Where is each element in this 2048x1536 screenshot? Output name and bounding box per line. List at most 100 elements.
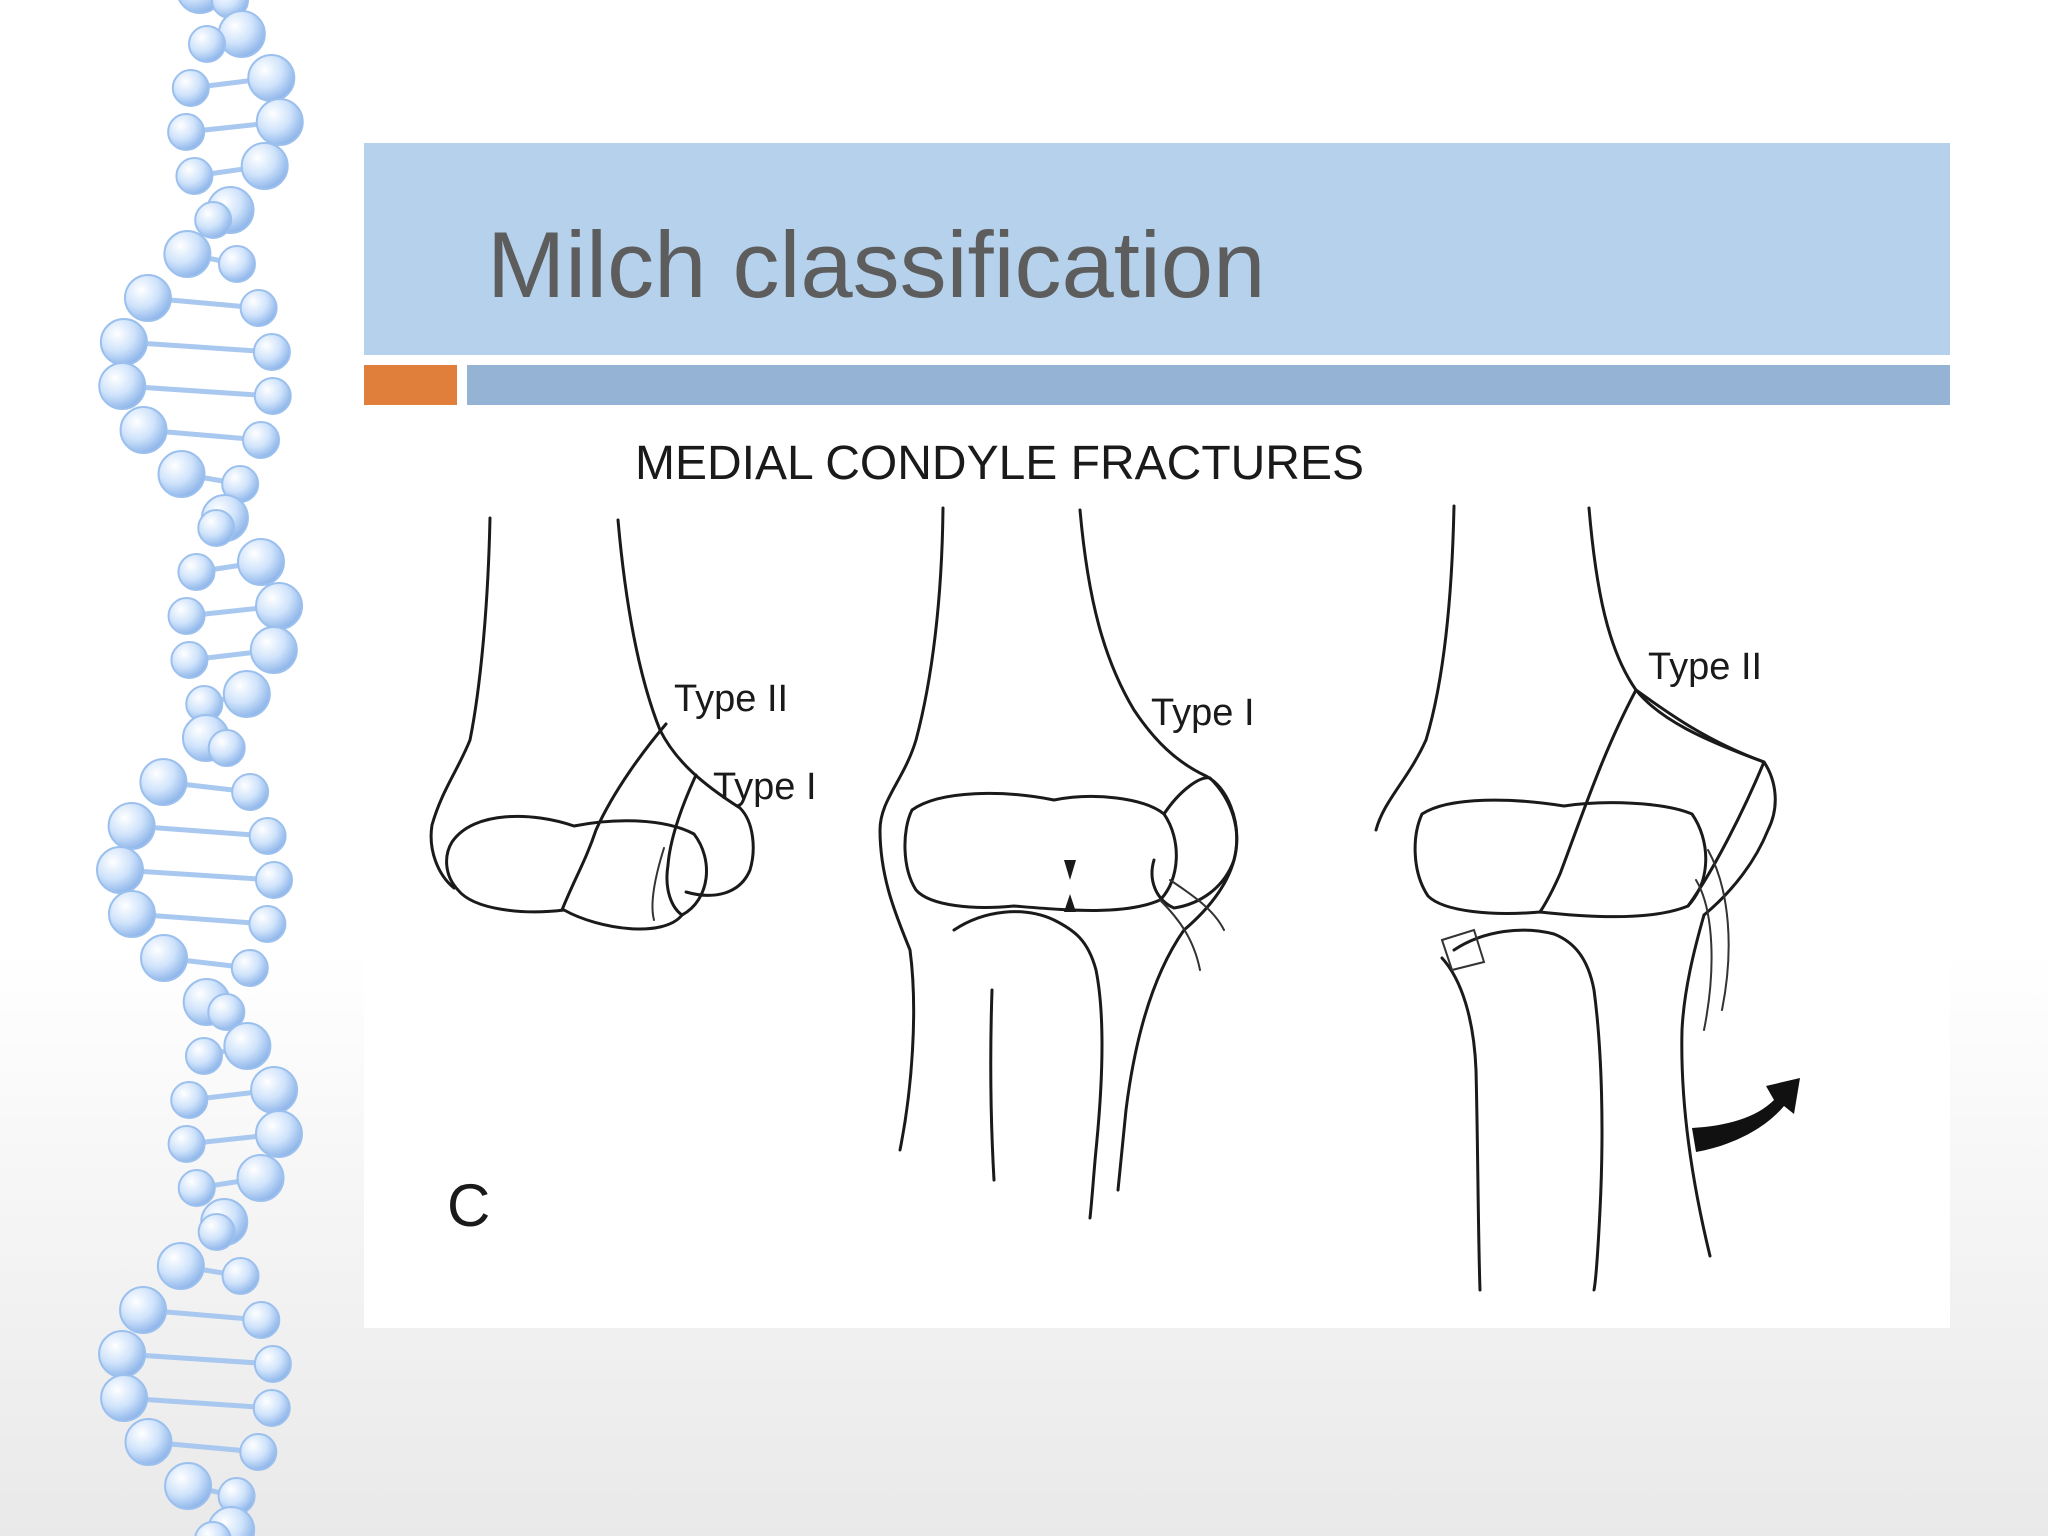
label-right-type-2: Type II [1648,646,1763,688]
right-bone-chip [1440,928,1486,972]
middle-ulna-inner [989,988,996,1182]
dna-molecule [107,890,156,938]
dna-molecule [167,1125,206,1163]
left-shaft-medial [616,518,755,897]
left-humerus-drawing [429,516,755,931]
dna-molecule [178,0,222,14]
dna-molecule [253,1345,292,1383]
dna-molecule [207,729,246,767]
middle-fracture-fragment [1150,776,1239,910]
dna-molecule [239,289,278,327]
title-band: Milch classification [364,143,1950,355]
dna-rung [121,1351,274,1367]
right-ulna-medial [1680,913,1712,1258]
dna-molecule [252,333,291,371]
left-shaft-lateral [429,516,492,890]
dna-molecule [249,626,298,674]
figure-heading: MEDIAL CONDYLE FRACTURES [635,437,1364,490]
dna-molecule [124,1418,173,1466]
dna-molecule [250,1066,299,1114]
dna-rung [122,383,273,399]
dna-molecule [197,1213,236,1251]
dna-molecule [254,861,293,899]
dna-molecule [167,113,206,151]
dna-molecule [170,641,209,679]
dna-molecule [236,1154,285,1202]
middle-shaft-medial [1078,508,1239,1192]
right-fracture-type2 [1538,688,1638,914]
dna-molecule [177,553,216,591]
dna-molecule [222,670,271,718]
dna-molecule [217,10,266,58]
dna-molecule [197,509,236,547]
dna-molecule [253,377,292,415]
slide-title: Milch classification [487,212,1266,317]
dna-molecule [247,54,296,102]
dna-molecule [223,1022,272,1070]
right-elbow-drawing [1374,504,1800,1292]
dna-molecule [194,1521,232,1536]
dna-molecule [255,98,304,146]
middle-trochlea [903,791,1178,912]
dna-molecule [123,274,172,322]
left-fracture-type1 [665,773,698,917]
dna-molecule [171,69,210,107]
dna-molecule [100,1374,149,1422]
dna-molecule [207,993,246,1031]
dna-molecule [239,1433,278,1471]
middle-elbow-drawing [878,506,1239,1220]
dna-molecule [236,538,285,586]
dna-molecule [254,1110,303,1158]
dna-molecule [119,1286,168,1334]
dna-molecule [119,406,168,454]
right-shaft-lateral [1374,504,1456,832]
dna-molecule [255,582,304,630]
dna-molecule [157,450,206,498]
right-shaft-medial [1587,506,1777,917]
dna-molecule [188,25,227,63]
dna-molecule [98,1330,147,1378]
dna-molecule [156,1242,205,1290]
label-left-type-1: Type I [713,766,817,808]
dna-molecule [139,758,188,806]
label-middle-type-1: Type I [1151,692,1255,734]
dna-molecule [221,1257,260,1295]
right-ligament [1695,849,1730,1031]
dna-rung [119,867,275,883]
dna-molecule [98,362,147,410]
right-radius [1440,956,1482,1292]
label-left-type-2: Type II [674,678,789,720]
dna-molecule [194,201,233,239]
elbow-line-drawings [429,504,1800,1292]
dna-molecule [140,934,189,982]
dna-molecule [248,817,287,855]
accent-orange-block [364,365,457,405]
dna-molecule [170,1081,209,1119]
dna-molecule [252,1389,291,1427]
dna-helix-icon [96,0,304,1536]
dna-molecule [242,421,281,459]
right-fracture-fragment-edge [1634,688,1766,908]
middle-arrowhead-bottom [1064,894,1076,912]
dna-molecule [230,949,269,987]
curved-arrow-icon [1692,1078,1800,1152]
dna-molecule [217,245,256,283]
dna-molecule [184,1037,223,1075]
dna-molecule [242,1301,281,1339]
dna-molecule [163,230,212,278]
dna-molecule [248,905,287,943]
dna-rung [123,1395,272,1411]
fracture-illustration: MEDIAL CONDYLE FRACTURES Type II Type I … [364,410,1950,1328]
middle-ulna-outline [952,910,1104,1220]
dna-molecule [231,773,270,811]
dna-molecule [164,1462,213,1510]
dna-molecule [96,846,145,894]
right-ulna-outline [1452,928,1604,1292]
accent-blue-bar [467,365,1950,405]
dna-molecule [175,157,214,195]
dna-molecule [99,318,148,366]
left-fracture-type2 [560,722,668,912]
middle-shaft-lateral [878,506,945,1152]
middle-ligament [1159,879,1225,971]
dna-molecule [167,597,206,635]
